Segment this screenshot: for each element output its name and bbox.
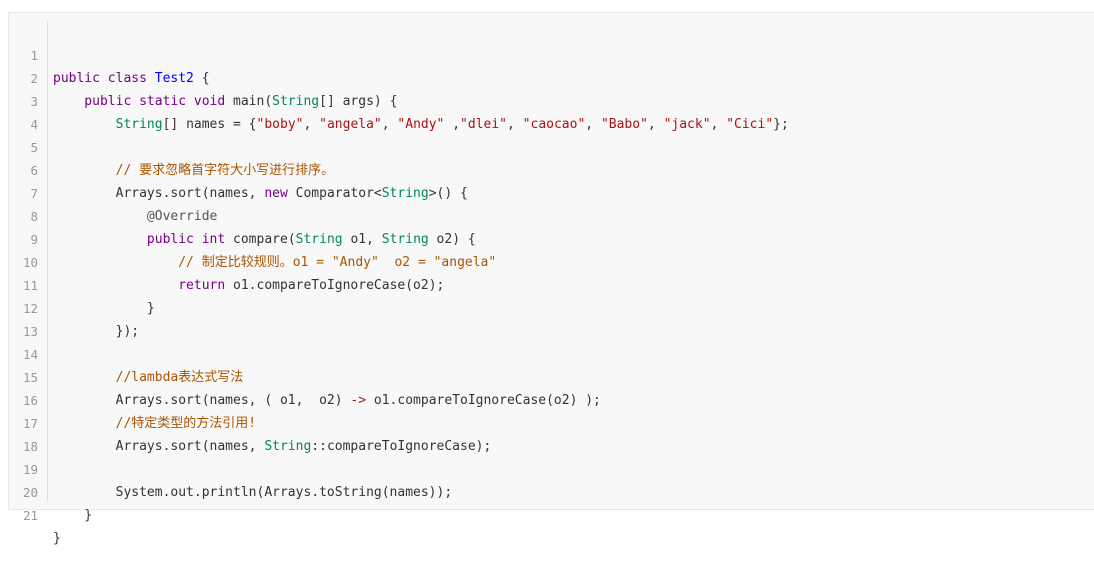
line-number: 9 bbox=[30, 232, 38, 247]
code-text: // 制定比较规则。o1 = "Andy" o2 = "angela" bbox=[178, 255, 497, 270]
line-number: 4 bbox=[30, 117, 38, 132]
code-text: }); bbox=[53, 324, 140, 339]
line-number: 7 bbox=[30, 186, 38, 201]
code-line: 6 Arrays.sort(names, new Comparator<Stri… bbox=[9, 136, 1094, 201]
code-line: 19 System.out.println(Arrays.toString(na… bbox=[9, 435, 1094, 500]
line-number: 14 bbox=[22, 347, 38, 362]
code-line: 18 bbox=[9, 412, 1094, 454]
code-line: 12 }); bbox=[9, 274, 1094, 339]
line-number: 17 bbox=[22, 416, 38, 431]
line-number: 8 bbox=[30, 209, 38, 224]
code-line: 15 Arrays.sort(names, ( o1, o2) -> o1.co… bbox=[9, 343, 1094, 408]
code-line: 17 Arrays.sort(names, String::compareToI… bbox=[9, 389, 1094, 454]
code-line: 5 // 要求忽略首字符大小写进行排序。 bbox=[9, 113, 1094, 178]
code-block[interactable]: 1 public class Test2 { 2 public static v… bbox=[8, 12, 1094, 546]
line-number: 5 bbox=[30, 140, 38, 155]
code-text: public class Test2 { bbox=[53, 71, 210, 86]
code-text: System.out.println(Arrays.toString(names… bbox=[53, 485, 453, 500]
code-line: 7 @Override bbox=[9, 159, 1094, 224]
line-number: 20 bbox=[22, 485, 38, 500]
code-line: 11 } bbox=[9, 251, 1094, 316]
code-line: 4 bbox=[9, 90, 1094, 132]
line-number: 12 bbox=[22, 301, 38, 316]
code-text: Arrays.sort(names, ( o1, o2) -> o1.compa… bbox=[53, 393, 601, 408]
code-line: 20 } bbox=[9, 458, 1094, 523]
line-number-gutter bbox=[9, 21, 48, 501]
line-number: 21 bbox=[22, 508, 38, 523]
code-text: public static void main(String[] args) { bbox=[53, 94, 398, 109]
code-text: //lambda表达式写法 bbox=[115, 370, 244, 385]
line-number: 2 bbox=[30, 71, 38, 86]
code-line: 21 } bbox=[9, 481, 1094, 546]
code-text: // 要求忽略首字符大小写进行排序。 bbox=[115, 163, 335, 178]
code-text: @Override bbox=[146, 209, 218, 224]
code-text: } bbox=[53, 531, 61, 546]
code-line: 1 public class Test2 { bbox=[9, 21, 1094, 86]
code-text: } bbox=[53, 301, 155, 316]
code-line: 13 bbox=[9, 297, 1094, 339]
code-line: 16 //特定类型的方法引用! bbox=[9, 366, 1094, 431]
code-text: public int compare(String o1, String o2)… bbox=[146, 232, 476, 247]
code-line: 14 //lambda表达式写法 bbox=[9, 320, 1094, 385]
code-text: } bbox=[53, 508, 93, 523]
line-number: 1 bbox=[30, 48, 38, 63]
line-number: 11 bbox=[22, 278, 38, 293]
line-number: 6 bbox=[30, 163, 38, 178]
line-number: 19 bbox=[22, 462, 38, 477]
line-number: 18 bbox=[22, 439, 38, 454]
line-number: 3 bbox=[30, 94, 38, 109]
code-line: 9 // 制定比较规则。o1 = "Andy" o2 = "angela" bbox=[9, 205, 1094, 270]
line-number: 10 bbox=[22, 255, 38, 270]
code-lines: 1 public class Test2 { 2 public static v… bbox=[9, 21, 1094, 546]
code-text: //特定类型的方法引用! bbox=[115, 416, 257, 431]
code-line: 10 return o1.compareToIgnoreCase(o2); bbox=[9, 228, 1094, 293]
code-line: 2 public static void main(String[] args)… bbox=[9, 44, 1094, 109]
code-text: Arrays.sort(names, String::compareToIgno… bbox=[53, 439, 492, 454]
line-number: 16 bbox=[22, 393, 38, 408]
line-number: 13 bbox=[22, 324, 38, 339]
code-text: return o1.compareToIgnoreCase(o2); bbox=[178, 278, 445, 293]
code-line: 3 String[] names = {"boby", "angela", "A… bbox=[9, 67, 1094, 132]
line-number: 15 bbox=[22, 370, 38, 385]
code-text: String[] names = {"boby", "angela", "And… bbox=[115, 117, 789, 132]
code-text: Arrays.sort(names, new Comparator<String… bbox=[53, 186, 468, 201]
code-line: 8 public int compare(String o1, String o… bbox=[9, 182, 1094, 247]
